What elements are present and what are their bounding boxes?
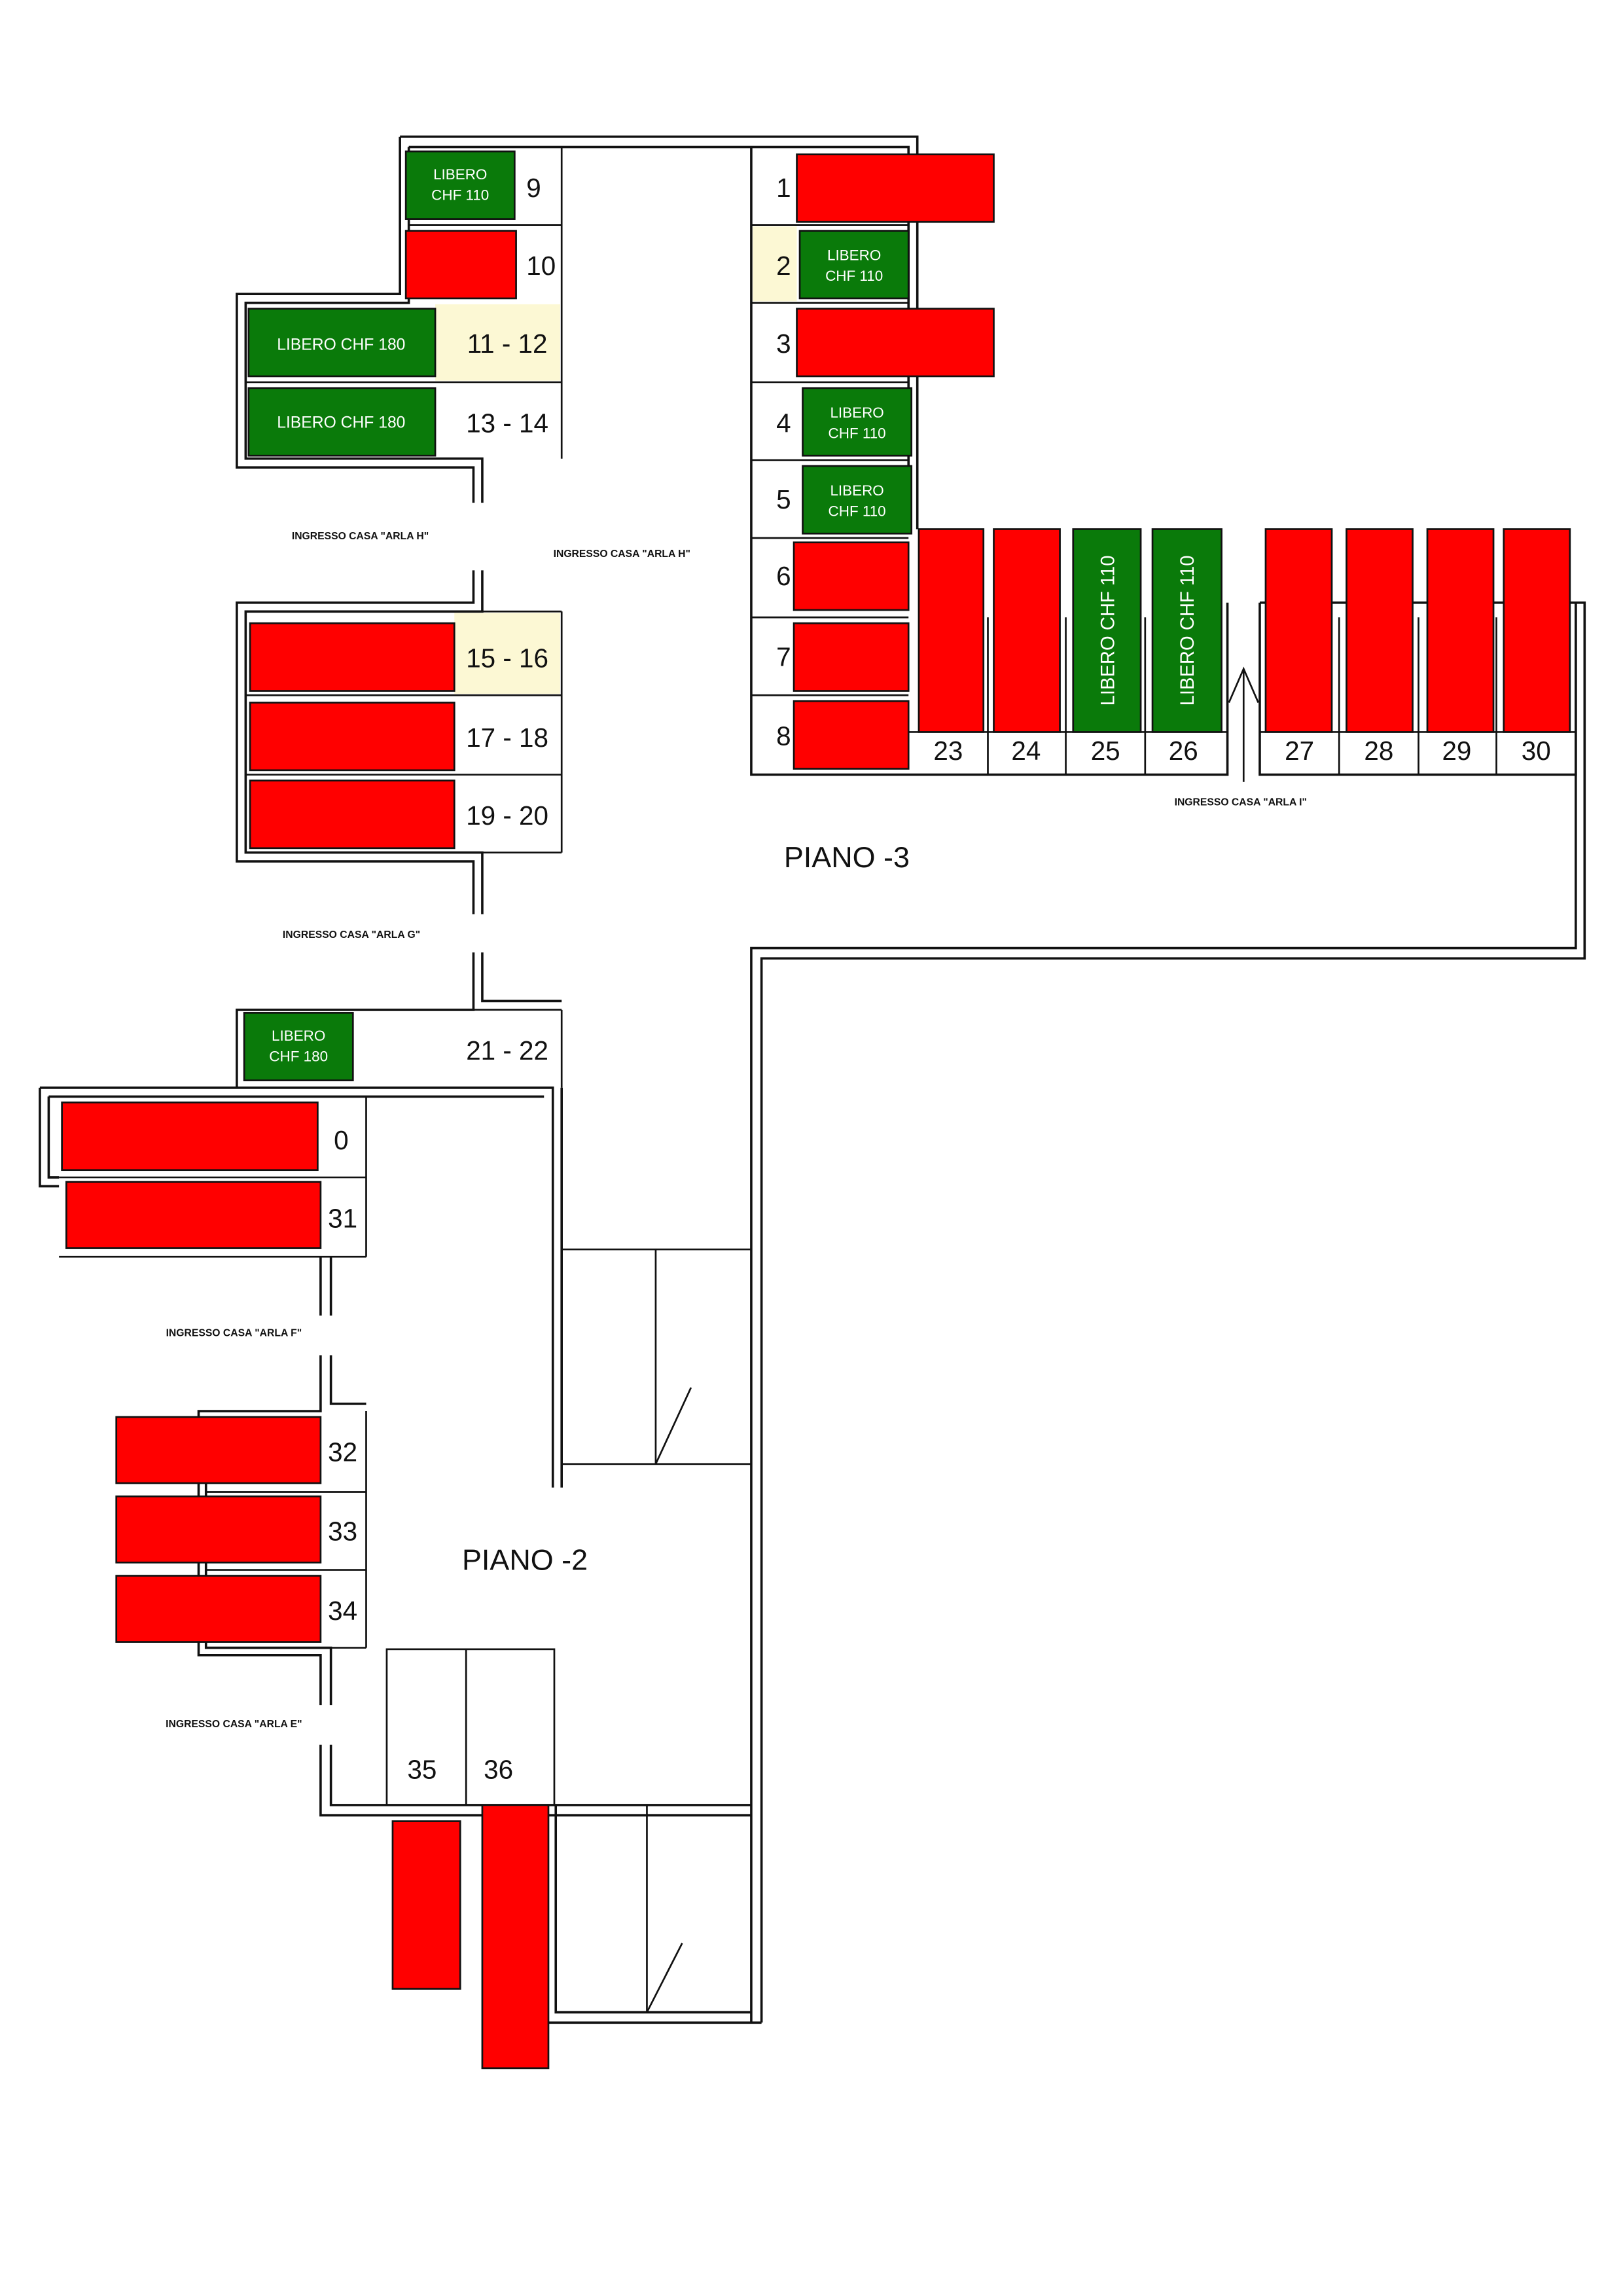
- spot-number-24: 24: [1011, 736, 1041, 766]
- occupied-spot-0[interactable]: [61, 1102, 319, 1172]
- spot-number-6: 6: [776, 561, 791, 591]
- spot-number-33: 33: [328, 1516, 357, 1547]
- label-libero-26: LIBERO CHF 110: [1177, 556, 1198, 706]
- spot-number-3: 3: [776, 329, 791, 359]
- occupied-spot-28[interactable]: [1346, 528, 1414, 733]
- spot-number-32: 32: [328, 1437, 357, 1467]
- spot-number-34: 34: [328, 1596, 357, 1626]
- available-labels: LIBERO CHF 110 LIBERO CHF 110 LIBERO CHF…: [269, 166, 1198, 1065]
- occupied-spot-27[interactable]: [1264, 528, 1333, 733]
- highlight-spot-2: [753, 226, 797, 302]
- occupied-spot-3[interactable]: [796, 308, 995, 378]
- spot-number-7: 7: [776, 641, 791, 672]
- spot-number-26: 26: [1169, 736, 1198, 766]
- spot-number-21-22: 21 - 22: [466, 1035, 548, 1066]
- entrance-label-h-right: INGRESSO CASA "ARLA H": [554, 548, 690, 560]
- occupied-spot-7[interactable]: [793, 622, 910, 692]
- occupied-spot-15-16[interactable]: [249, 622, 455, 692]
- label-libero-4: LIBERO: [830, 404, 883, 421]
- occupied-spot-29[interactable]: [1426, 528, 1495, 733]
- entrance-label-g: INGRESSO CASA "ARLA G": [283, 929, 420, 941]
- highlight-spot-11-12: [435, 304, 560, 381]
- entrance-label-h-left: INGRESSO CASA "ARLA H": [292, 531, 429, 542]
- label-chf-21-22: CHF 180: [269, 1048, 328, 1064]
- spot-number-36: 36: [484, 1754, 513, 1784]
- occupied-spot-32[interactable]: [115, 1416, 322, 1484]
- spot-number-0: 0: [334, 1125, 348, 1155]
- available-spot-13-14[interactable]: [247, 387, 437, 457]
- spot-number-1: 1: [776, 173, 791, 203]
- available-spot-9[interactable]: [404, 150, 516, 220]
- occupied-spots: [61, 153, 1571, 2070]
- spot-number-29: 29: [1442, 736, 1471, 766]
- label-libero-13-14: LIBERO CHF 180: [277, 414, 405, 432]
- available-spot-2[interactable]: [798, 230, 910, 300]
- label-chf-9: CHF 110: [431, 187, 489, 203]
- spot-number-13-14: 13 - 14: [466, 408, 548, 438]
- spot-number-8: 8: [776, 721, 791, 751]
- spot-number-17-18: 17 - 18: [466, 723, 548, 753]
- available-spot-25[interactable]: [1072, 528, 1142, 733]
- spot-number-23: 23: [933, 736, 963, 766]
- available-spot-5[interactable]: [802, 465, 913, 535]
- spot-number-19-20: 19 - 20: [466, 800, 548, 831]
- spot-number-4: 4: [776, 408, 791, 438]
- occupied-spot-30[interactable]: [1503, 528, 1571, 733]
- label-libero-25: LIBERO CHF 110: [1098, 556, 1119, 706]
- spot-number-28: 28: [1364, 736, 1393, 766]
- spot-number-27: 27: [1285, 736, 1314, 766]
- occupied-spot-17-18[interactable]: [249, 702, 455, 772]
- occupied-spot-35[interactable]: [391, 1820, 461, 1990]
- highlight-cells: [435, 226, 797, 694]
- label-libero-9: LIBERO: [433, 166, 487, 183]
- label-chf-4: CHF 110: [829, 425, 886, 441]
- highlight-spot-15-16: [454, 613, 560, 694]
- occupied-spot-24[interactable]: [993, 528, 1061, 733]
- available-spot-26[interactable]: [1151, 528, 1222, 733]
- entrance-label-i: INGRESSO CASA "ARLA I": [1175, 797, 1307, 808]
- spot-number-25: 25: [1091, 736, 1120, 766]
- label-libero-21-22: LIBERO: [272, 1028, 325, 1044]
- spot-number-11-12: 11 - 12: [467, 329, 548, 359]
- label-chf-2: CHF 110: [825, 268, 883, 284]
- available-spots: [243, 150, 1222, 1082]
- spot-number-9: 9: [526, 173, 541, 203]
- occupied-spot-36[interactable]: [481, 1804, 550, 2070]
- occupied-spot-6[interactable]: [793, 541, 910, 611]
- entrance-labels: INGRESSO CASA "ARLA H" INGRESSO CASA "AR…: [166, 531, 1307, 1730]
- arrow-up-icon: [1228, 666, 1259, 782]
- spot-number-30: 30: [1522, 736, 1551, 766]
- spot-numbers: 1 2 3 4 5 6 7 8 9 10 11 - 12 13 - 14 15 …: [328, 173, 1551, 1785]
- spot-number-31: 31: [328, 1203, 357, 1233]
- spot-number-15-16: 15 - 16: [466, 643, 548, 673]
- label-libero-5: LIBERO: [830, 482, 883, 499]
- spot-number-35: 35: [407, 1754, 437, 1784]
- label-chf-5: CHF 110: [829, 503, 886, 519]
- occupied-spot-31[interactable]: [65, 1181, 322, 1249]
- label-libero-11-12: LIBERO CHF 180: [277, 336, 405, 354]
- occupied-spot-8[interactable]: [793, 700, 910, 770]
- spot-number-2: 2: [776, 251, 791, 281]
- entrance-label-e: INGRESSO CASA "ARLA E": [166, 1719, 302, 1730]
- available-spot-4[interactable]: [802, 387, 913, 457]
- label-libero-2: LIBERO: [827, 247, 881, 264]
- occupied-spot-33[interactable]: [115, 1495, 322, 1564]
- occupied-spot-10[interactable]: [404, 230, 517, 300]
- spot-number-5: 5: [776, 484, 791, 514]
- available-spot-11-12[interactable]: [247, 308, 437, 378]
- occupied-spot-34[interactable]: [115, 1575, 322, 1643]
- available-spot-21-22[interactable]: [243, 1012, 354, 1082]
- occupied-spot-23[interactable]: [918, 528, 985, 733]
- spot-number-10: 10: [526, 251, 556, 281]
- occupied-spot-19-20[interactable]: [249, 780, 455, 850]
- occupied-spot-1[interactable]: [796, 153, 995, 223]
- entrance-label-f: INGRESSO CASA "ARLA F": [166, 1327, 302, 1338]
- floor-label-piano-3: PIANO -3: [784, 840, 910, 874]
- floor-label-piano-2: PIANO -2: [462, 1543, 588, 1577]
